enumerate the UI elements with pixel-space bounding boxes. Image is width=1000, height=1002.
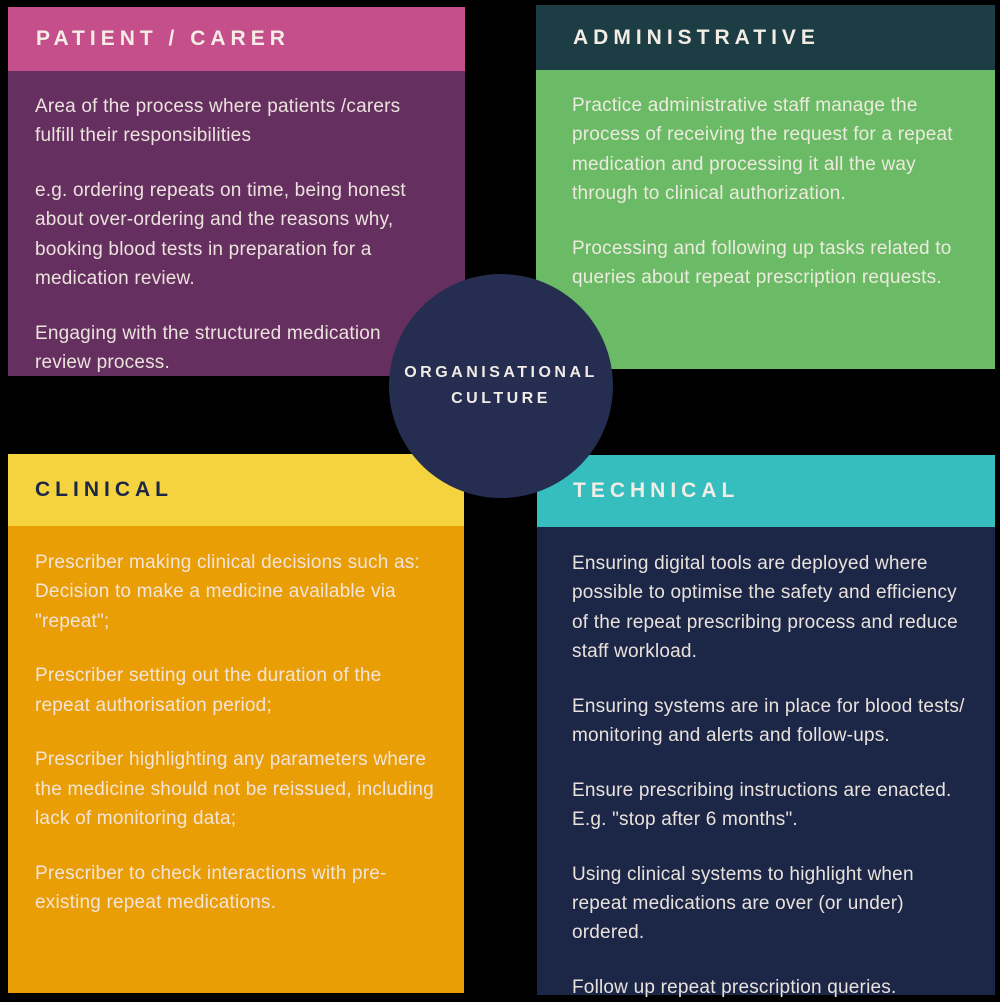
paragraph: Prescriber highlighting any parameters w…	[35, 749, 434, 830]
quadrant-technical-body: Ensuring digital tools are deployed wher…	[537, 527, 995, 998]
paragraph: Prescriber to check interactions with pr…	[35, 862, 387, 913]
quadrant-patient-carer-title: PATIENT / CARER	[36, 27, 290, 50]
organisational-culture-circle: ORGANISATIONAL CULTURE	[389, 274, 613, 498]
quadrant-patient-carer-header: PATIENT / CARER	[8, 7, 465, 71]
paragraph: Practice administrative staff manage the…	[572, 95, 953, 205]
quadrant-administrative-body: Practice administrative staff manage the…	[536, 70, 995, 369]
paragraph: Ensure prescribing instructions are enac…	[572, 779, 952, 831]
quadrant-clinical-title: CLINICAL	[35, 478, 173, 501]
paragraph: Area of the process where patients /care…	[35, 96, 401, 147]
circle-label-line2: CULTURE	[451, 390, 551, 407]
quadrant-administrative-title: ADMINISTRATIVE	[573, 25, 820, 49]
quadrant-administrative-header: ADMINISTRATIVE	[536, 5, 995, 70]
quadrant-clinical-body: Prescriber making clinical decisions suc…	[8, 526, 464, 993]
quadrant-patient-carer-body: Area of the process where patients /care…	[8, 71, 465, 376]
paragraph: Follow up repeat prescription queries.	[572, 976, 897, 998]
quadrant-technical-title: TECHNICAL	[573, 479, 740, 502]
quadrant-clinical-header: CLINICAL	[8, 454, 464, 526]
paragraph: Engaging with the structured medication …	[35, 322, 381, 374]
paragraph: Prescriber making clinical decisions suc…	[35, 552, 420, 632]
paragraph: Prescriber setting out the duration of t…	[35, 665, 382, 716]
paragraph: Ensuring digital tools are deployed wher…	[572, 553, 958, 663]
quadrant-administrative: ADMINISTRATIVE Practice administrative s…	[536, 5, 995, 369]
quadrant-clinical: CLINICAL Prescriber making clinical deci…	[8, 454, 464, 993]
circle-label-line1: ORGANISATIONAL	[404, 363, 598, 381]
quadrant-patient-carer: PATIENT / CARER Area of the process wher…	[8, 7, 465, 376]
paragraph: Processing and following up tasks relate…	[572, 237, 952, 289]
paragraph: Ensuring systems are in place for blood …	[572, 695, 965, 747]
paragraph: e.g. ordering repeats on time, being hon…	[35, 179, 406, 290]
paragraph: Using clinical systems to highlight when…	[572, 863, 914, 944]
quadrant-technical: TECHNICAL Ensuring digital tools are dep…	[537, 455, 995, 998]
quadrant-technical-header: TECHNICAL	[537, 455, 995, 527]
